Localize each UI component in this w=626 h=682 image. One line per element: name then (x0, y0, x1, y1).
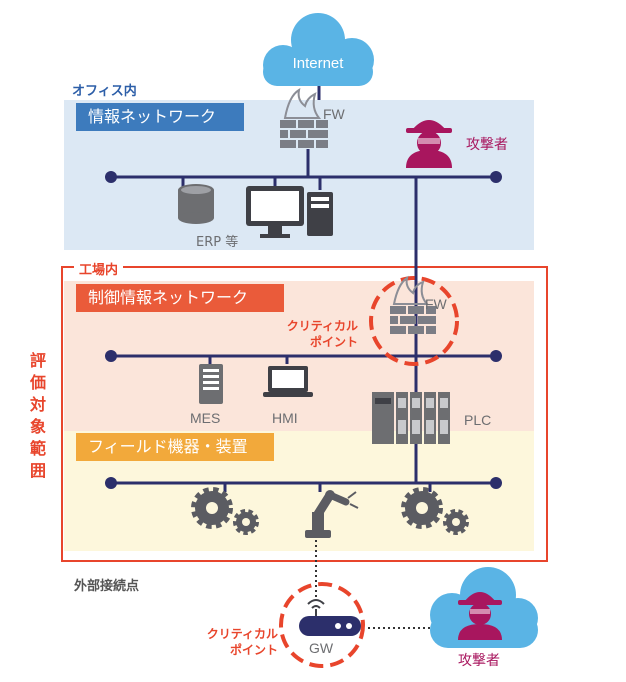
scope-char: 囲 (29, 461, 46, 480)
field-devices-tag: フィールド機器・装置 (76, 433, 274, 461)
critical-point-label-gw: クリティカル ポイント (190, 626, 278, 658)
database-icon (178, 184, 214, 224)
factory-fw-label: FW (425, 296, 447, 312)
hmi-label: HMI (272, 410, 298, 426)
critical-point-label-fw: クリティカル ポイント (270, 318, 358, 350)
critical-label-line: クリティカル (206, 627, 278, 641)
office-zone-label: オフィス内 (72, 84, 137, 99)
erp-label: ERP 等 (196, 235, 239, 250)
scope-char: 範 (29, 439, 46, 458)
scope-label: 評 価 対 象 範 囲 (28, 350, 48, 482)
factory-firewall-icon (390, 275, 436, 334)
office-fw-label: FW (323, 106, 345, 122)
external-attacker-icon (458, 592, 502, 640)
scope-border (61, 266, 548, 562)
control-network-tag: 制御情報ネットワーク (76, 284, 284, 312)
critical-point-circle-gw (279, 582, 365, 668)
factory-zone-label: 工場内 (74, 259, 124, 278)
critical-label-line: ポイント (229, 643, 278, 657)
gears-icon-right (401, 487, 469, 535)
office-attacker-icon (406, 120, 452, 168)
scope-char: 価 (29, 373, 46, 392)
bus-endpoints (105, 171, 502, 489)
info-network-tag: 情報ネットワーク (76, 103, 244, 131)
robot-arm-icon (305, 490, 359, 538)
office-attacker-label: 攻撃者 (466, 137, 508, 153)
hmi-laptop-icon (263, 366, 313, 397)
gears-icon-left (191, 487, 259, 535)
critical-label-line: ポイント (309, 335, 358, 349)
internet-cloud-icon (263, 13, 374, 86)
scope-char: 象 (29, 417, 46, 436)
mes-server-icon (199, 364, 223, 404)
gw-label: GW (308, 640, 334, 656)
plc-label: PLC (464, 412, 492, 428)
gateway-router-icon (299, 599, 361, 636)
scope-char: 評 (29, 351, 46, 370)
office-firewall-icon (280, 87, 328, 148)
critical-point-circle-fw (369, 276, 459, 366)
external-zone-label: 外部接続点 (74, 579, 140, 594)
pc-icon (246, 186, 333, 238)
internet-label: Internet (292, 55, 344, 72)
plc-icon (372, 392, 450, 444)
mes-label: MES (190, 410, 221, 426)
critical-label-line: クリティカル (286, 319, 358, 333)
external-attacker-label: 攻撃者 (458, 653, 500, 669)
scope-char: 対 (29, 395, 46, 414)
